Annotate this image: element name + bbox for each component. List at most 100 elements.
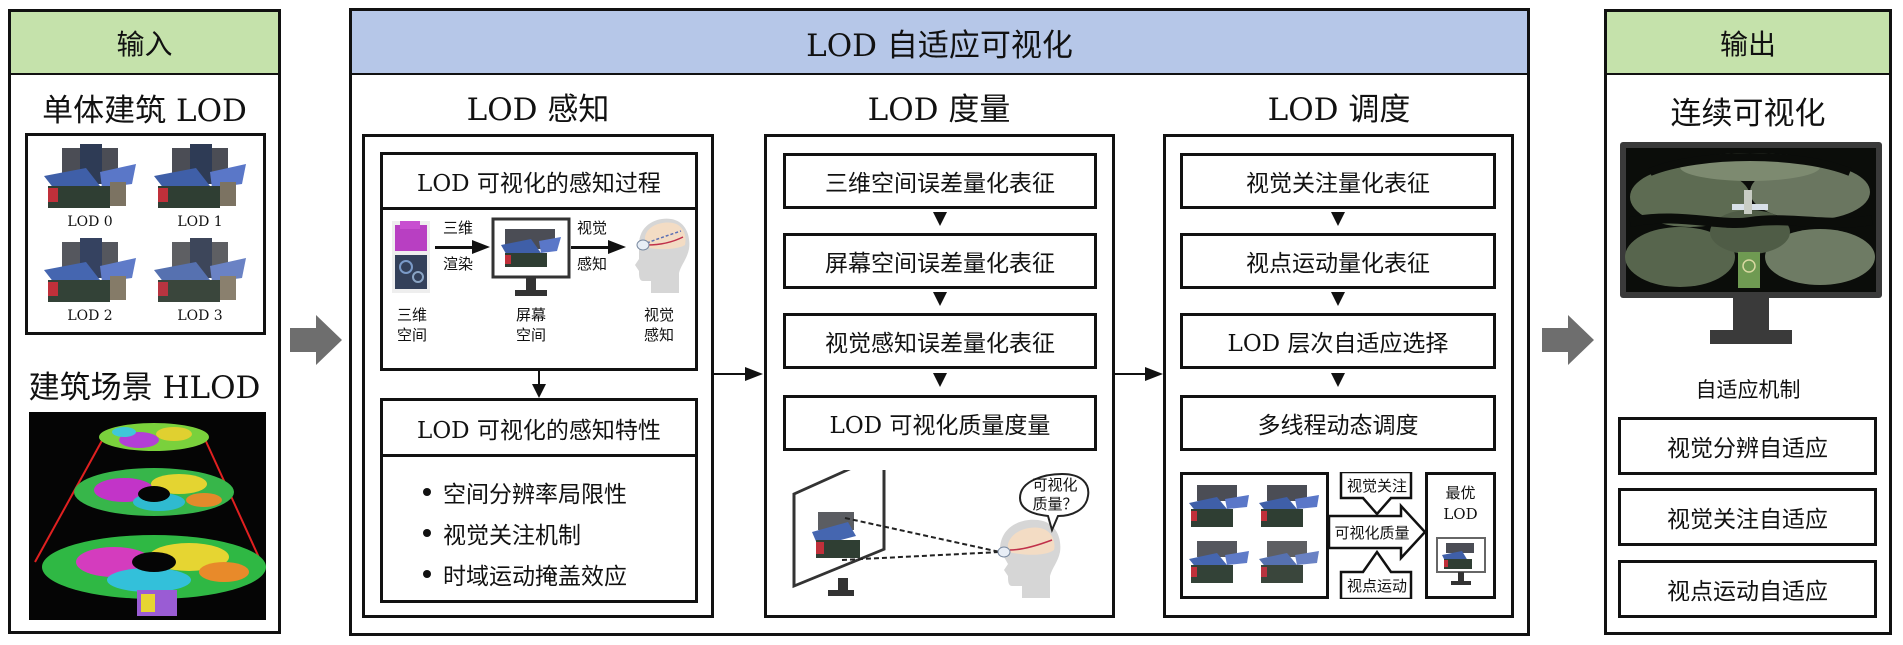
arrow1-label-bottom: 渲染	[442, 254, 473, 273]
lod-label: LOD 3	[177, 308, 223, 324]
best-lod-label: 最优 LOD	[1428, 481, 1493, 527]
scheduling-arrow-3	[1331, 373, 1345, 387]
flow-arrow-main-to-output	[1542, 315, 1594, 365]
arrow2-shaft	[571, 246, 611, 249]
speech-bubble	[1018, 472, 1090, 533]
metric-title: LOD 度量	[867, 91, 1011, 128]
monitor-icon	[1436, 537, 1486, 585]
city-monitor	[1620, 142, 1882, 344]
caption-line: 屏幕	[515, 306, 546, 324]
hlod-level-middle	[74, 468, 234, 516]
caption-line: 三维	[396, 306, 427, 324]
selection-arrows	[1329, 472, 1427, 599]
bubble-line: 质量？	[1032, 495, 1078, 513]
trait-item: 时域运动掩盖效应	[419, 553, 679, 594]
lod-cell-2: LOD 2	[40, 236, 140, 326]
lod-label: LOD 2	[67, 308, 113, 324]
scene-hlod-title: 建筑场景 HLOD	[28, 369, 261, 406]
trait-item: 视觉关注机制	[419, 512, 679, 553]
flow-arrow-input-to-main	[290, 315, 342, 365]
scheduling-step-4: 多线程动态调度	[1180, 395, 1496, 451]
metric-illustration	[792, 470, 1090, 598]
process-box-title: LOD 可视化的感知过程	[383, 155, 695, 210]
metric-arrow-2	[933, 292, 947, 306]
caption-3d-space: 三维 空间	[383, 303, 441, 347]
perception-traits-box: LOD 可视化的感知特性 空间分辨率局限性 视觉关注机制 时域运动掩盖效应	[380, 398, 698, 603]
connector-perception-to-metric	[714, 373, 746, 375]
building-model-icon	[1259, 485, 1319, 527]
building-model-icon	[154, 144, 246, 208]
scheduling-step-3: LOD 层次自适应选择	[1180, 313, 1496, 369]
lod-candidates-box	[1180, 472, 1329, 599]
hlod-level-top	[99, 423, 209, 451]
caption-line: 视觉	[643, 306, 674, 324]
input-panel: 输入 单体建筑 LOD LOD 0 LOD 1	[8, 9, 281, 634]
connector-process-to-traits	[538, 371, 540, 385]
scheduling-arrow-2	[1331, 292, 1345, 306]
output-header: 输出	[1607, 12, 1889, 75]
lod-cell-3: LOD 3	[150, 236, 250, 326]
mechanism-label: 自适应机制	[1695, 378, 1801, 402]
3d-space-image	[392, 221, 430, 293]
lod-label: LOD 1	[177, 214, 223, 230]
main-header: LOD 自适应可视化	[352, 11, 1527, 75]
mechanism-item: 视点运动自适应	[1618, 560, 1877, 618]
best-lod-box: 最优 LOD	[1425, 472, 1496, 599]
trait-item: 空间分辨率局限性	[419, 471, 679, 512]
arrow1-shaft	[435, 246, 475, 249]
traits-list: 空间分辨率局限性 视觉关注机制 时域运动掩盖效应	[419, 471, 679, 594]
best-lod-line: 最优	[1445, 484, 1476, 502]
tilted-monitor-icon	[792, 470, 886, 596]
arrow-process-to-traits	[532, 384, 546, 398]
lod-cell-1: LOD 1	[150, 142, 250, 232]
caption-visual-perception: 视觉 感知	[629, 303, 689, 347]
arrow2-label-top: 视觉	[576, 218, 607, 237]
metric-step-2: 屏幕空间误差量化表征	[783, 233, 1097, 289]
scheduling-title: LOD 调度	[1267, 91, 1411, 128]
lod-cell-0: LOD 0	[40, 142, 140, 232]
building-model-icon	[154, 238, 246, 302]
scheduling-step-1: 视觉关注量化表征	[1180, 153, 1496, 209]
building-model-icon	[1189, 541, 1249, 583]
arrow1-head	[472, 240, 490, 254]
hlod-level-bottom	[42, 535, 266, 616]
mechanism-item: 视觉分辨自适应	[1618, 417, 1877, 475]
arrow1-label-top: 三维	[442, 218, 473, 237]
metric-step-3: 视觉感知误差量化表征	[783, 313, 1097, 369]
lod-label: LOD 0	[67, 214, 113, 230]
lod-grid-box: LOD 0 LOD 1 LOD 2	[25, 133, 266, 335]
metric-arrow-3	[933, 373, 947, 387]
caption-line: 感知	[643, 326, 674, 344]
single-building-title: 单体建筑 LOD	[42, 92, 247, 129]
city-scene-image	[1625, 153, 1875, 288]
connector-metric-to-scheduling	[1115, 373, 1147, 375]
scheduling-step-2: 视点运动量化表征	[1180, 233, 1496, 289]
metric-step-1: 三维空间误差量化表征	[783, 153, 1097, 209]
lod-candidates-grid	[1189, 485, 1319, 583]
building-model-icon	[44, 238, 136, 302]
building-model-icon	[1259, 541, 1319, 583]
metric-step-4: LOD 可视化质量度量	[783, 395, 1097, 451]
metric-arrow-1	[933, 212, 947, 226]
scheduling-arrow-1	[1331, 212, 1345, 226]
output-title: 连续可视化	[1670, 95, 1826, 132]
bubble-line: 可视化	[1032, 476, 1078, 494]
building-model-icon	[1189, 485, 1249, 527]
perception-process-box: LOD 可视化的感知过程 三维 渲染 视觉 感知 三维 空间	[380, 152, 698, 371]
building-model-icon	[44, 144, 136, 208]
quality-label: 可视化质量	[1334, 523, 1410, 542]
hlod-scene-image	[29, 412, 266, 620]
best-lod-line: LOD	[1443, 505, 1478, 523]
arrow2-label-bottom: 感知	[576, 254, 607, 273]
arrow2-head	[608, 240, 626, 254]
caption-screen-space: 屏幕 空间	[501, 303, 561, 347]
perception-title: LOD 感知	[466, 91, 610, 128]
caption-line: 空间	[396, 326, 427, 344]
human-head-brain-icon	[635, 218, 690, 293]
output-panel: 输出 连续可视化 自适应机制 视觉分辨自适应 视觉关注自适应 视点运动自适应	[1604, 9, 1892, 635]
human-head-brain-icon	[997, 519, 1061, 598]
input-header: 输入	[11, 12, 278, 75]
monitor-icon	[491, 217, 571, 296]
speech-bubble-text: 可视化 质量？	[1022, 474, 1088, 516]
mechanism-item: 视觉关注自适应	[1618, 488, 1877, 546]
